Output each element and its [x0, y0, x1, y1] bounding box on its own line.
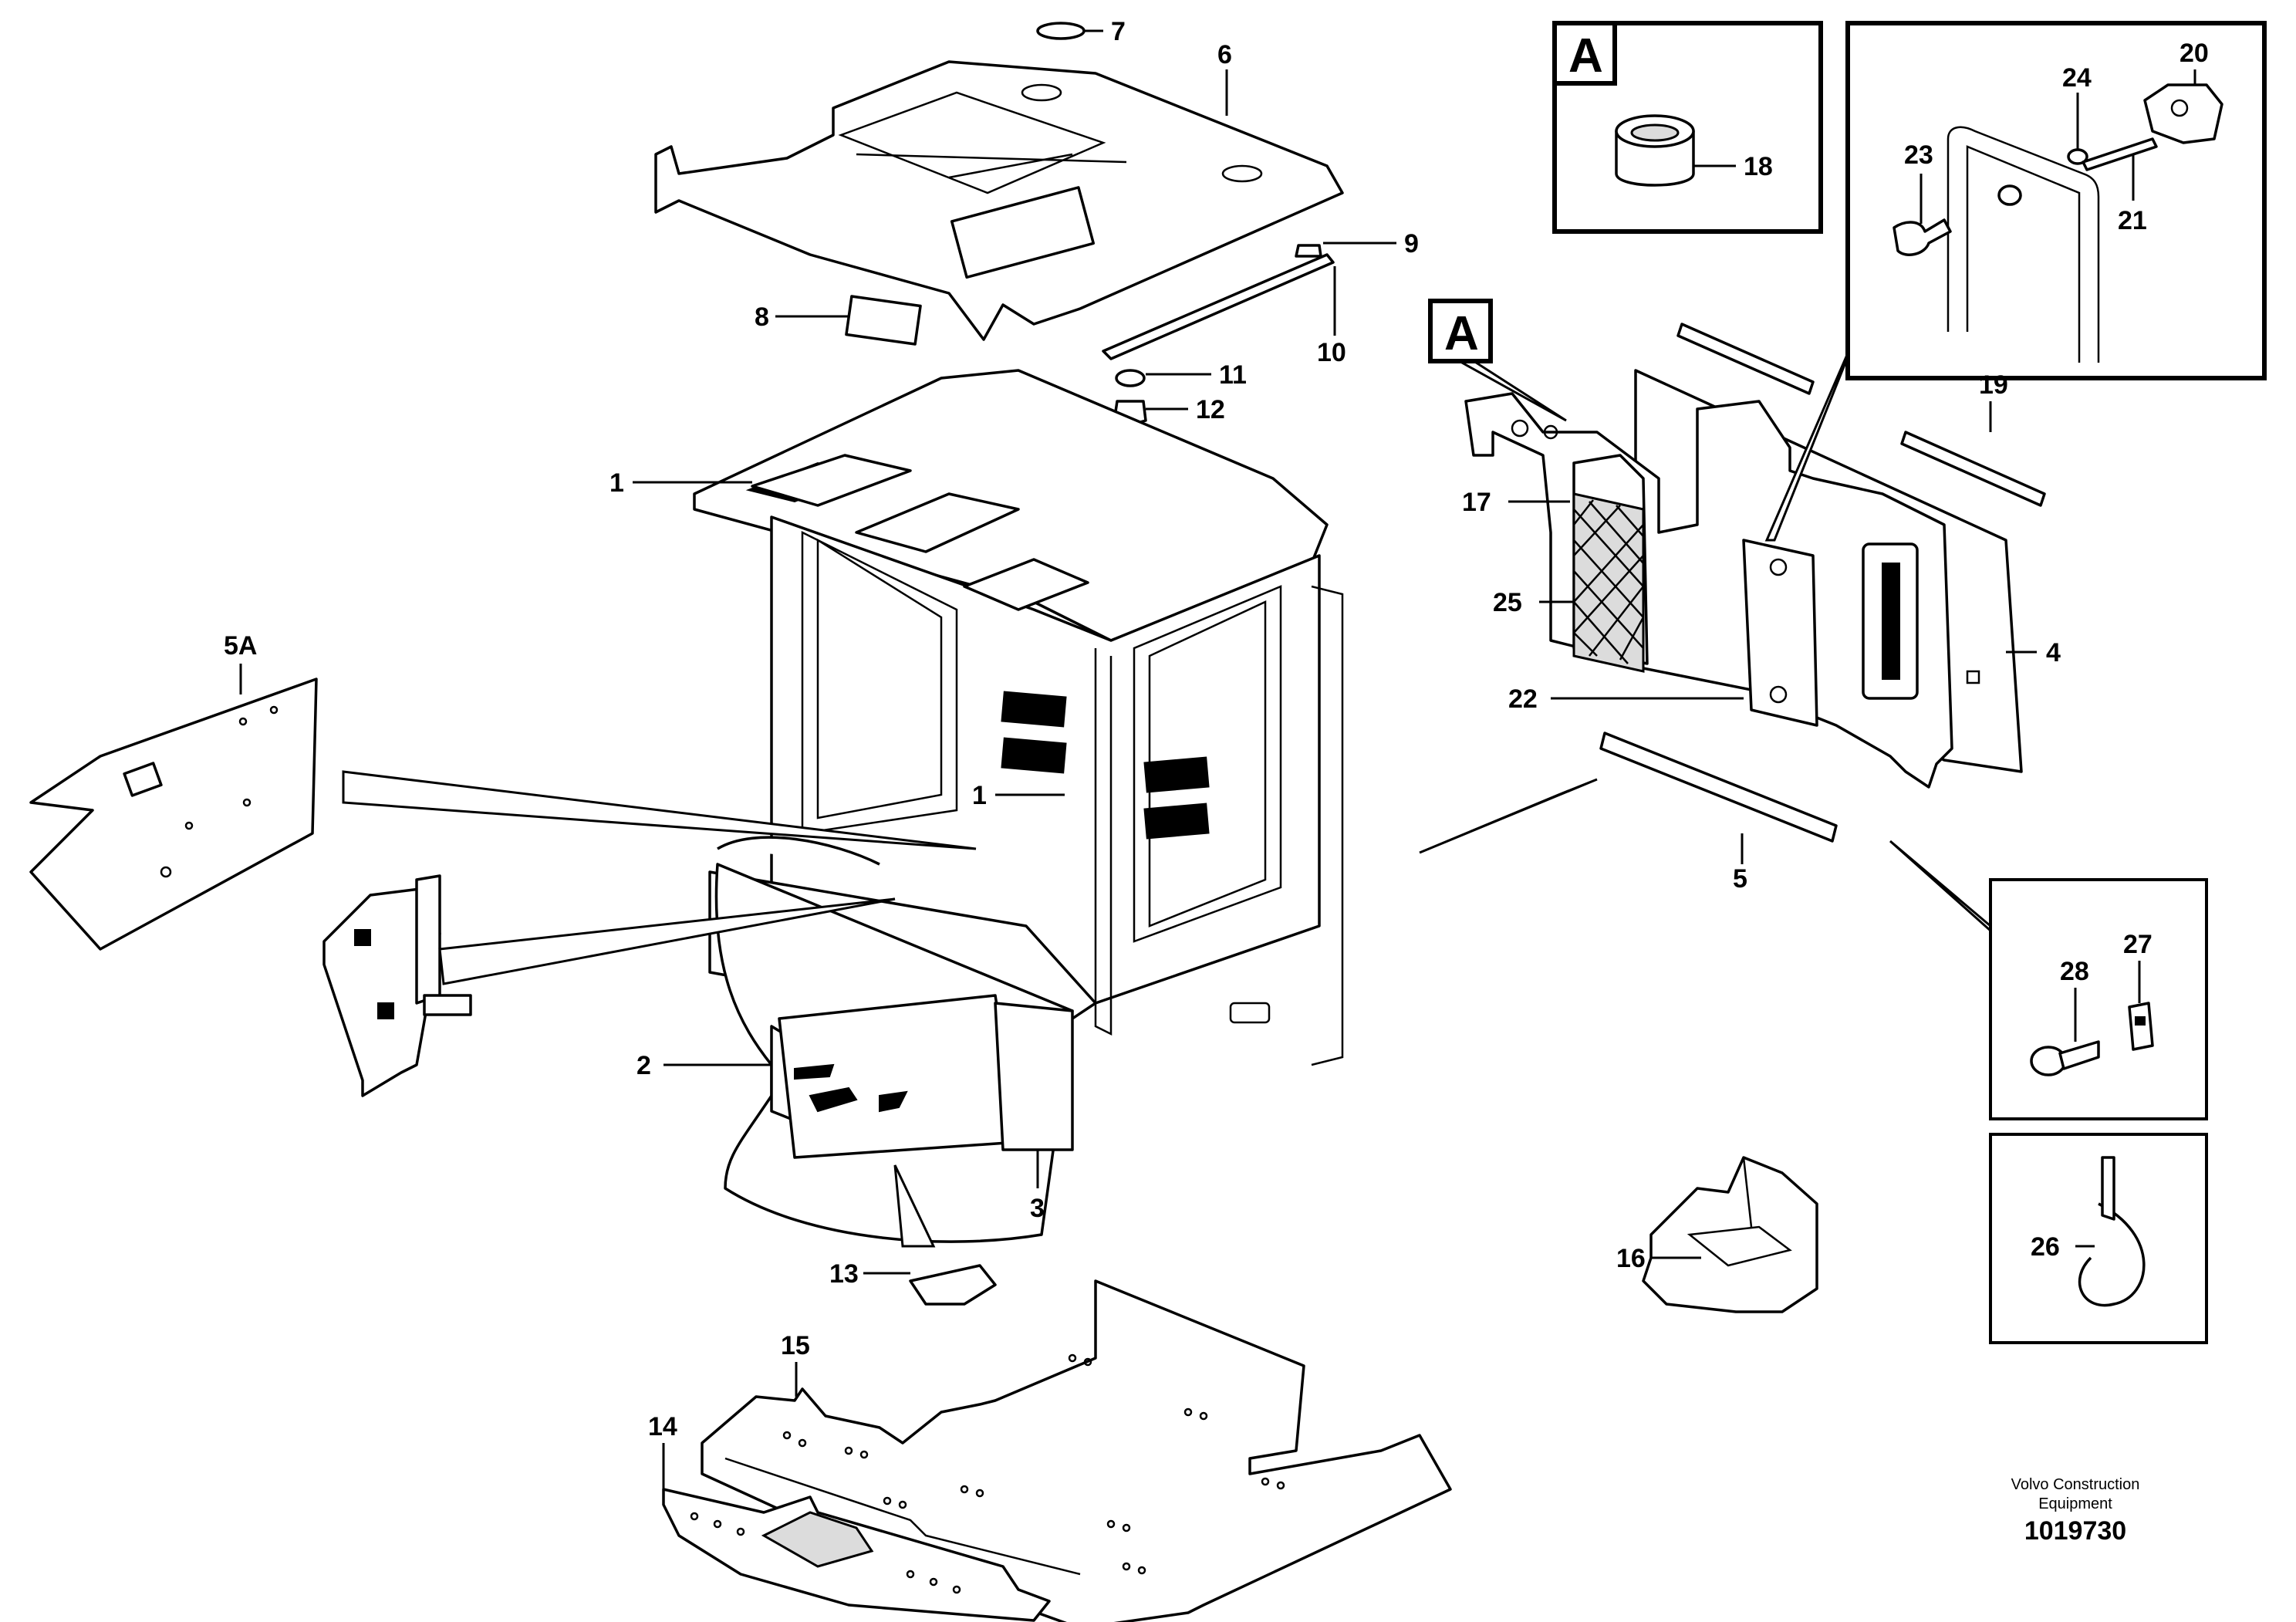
- callout-7: 7: [1111, 17, 1126, 46]
- detail-cable-tie-frame: [1989, 1133, 2208, 1344]
- callout-24: 24: [2062, 63, 2092, 93]
- floor-mat-holes: [782, 1353, 1285, 1575]
- seal-strip-part-10: [1102, 253, 1335, 360]
- cup-holder-part-16: [1642, 1156, 1818, 1313]
- pin-part-21: [2082, 137, 2158, 171]
- mounting-bracket: [322, 874, 472, 1097]
- roof-panel-part-6: [654, 60, 1344, 341]
- callout-21: 21: [2118, 206, 2147, 235]
- access-cover-part-22: [1742, 539, 1818, 727]
- detail-a-reference-tag: [1428, 299, 1493, 363]
- seal-strip-upper: [1676, 323, 1815, 395]
- callout-28: 28: [2060, 957, 2089, 986]
- pointer-detail-27-28: [1889, 840, 2000, 939]
- callout-1-lower: 1: [972, 781, 987, 810]
- detail-a-tag: [1552, 21, 1617, 86]
- callout-14: 14: [648, 1412, 677, 1441]
- callout-5: 5: [1733, 864, 1747, 894]
- callout-12: 12: [1196, 395, 1225, 424]
- pointer-13: [893, 1164, 936, 1248]
- callout-5a: 5A: [224, 631, 257, 661]
- seal-strip-part-5: [1599, 732, 1838, 843]
- pointer-right-panel: [1419, 778, 1598, 854]
- side-trim-part-17: [1464, 392, 1980, 789]
- callout-11: 11: [1219, 360, 1247, 390]
- callout-10: 10: [1317, 338, 1346, 367]
- callout-25: 25: [1493, 588, 1522, 617]
- drawing-number: 1019730: [2024, 1516, 2126, 1546]
- callout-6: 6: [1217, 40, 1232, 69]
- washer-part-11: [1115, 369, 1146, 387]
- callout-23: 23: [1904, 140, 1933, 170]
- callout-19: 19: [1979, 370, 2008, 400]
- detail-fastener-frame: [1989, 878, 2208, 1120]
- detail-hinge-frame: [1845, 21, 2267, 380]
- credit-line-1: Volvo Construction: [2011, 1476, 2140, 1493]
- grille-part-25: [1572, 492, 1645, 673]
- seal-strip-part-19: [1900, 431, 2046, 507]
- callout-9: 9: [1404, 229, 1419, 259]
- hole-grommet: [1997, 184, 2022, 206]
- pointer-detail-20-24: [1764, 308, 1869, 542]
- screw-part-28: [2030, 1046, 2067, 1076]
- cover-part-13: [909, 1264, 997, 1306]
- callout-26: 26: [2031, 1232, 2060, 1262]
- callout-18: 18: [1744, 152, 1773, 181]
- grommet-part-18: [1615, 114, 1695, 187]
- callout-1-upper: 1: [609, 468, 624, 498]
- credit-line-2: Equipment: [2038, 1495, 2112, 1512]
- cap-part-7: [1036, 22, 1086, 40]
- cable-tie-part-26: [2078, 1156, 2146, 1307]
- front-mat-part-14: [662, 1488, 1051, 1622]
- callout-8: 8: [755, 302, 769, 332]
- callout-2: 2: [636, 1051, 651, 1080]
- callout-4: 4: [2046, 638, 2061, 667]
- fastener-detail-parts: [2030, 1002, 2154, 1076]
- callout-22: 22: [1508, 684, 1538, 714]
- callout-3: 3: [1030, 1194, 1045, 1223]
- callout-15: 15: [781, 1331, 810, 1360]
- hinge-detail-parts: [1893, 83, 2223, 363]
- callout-17: 17: [1462, 488, 1491, 517]
- callout-20: 20: [2180, 39, 2209, 68]
- side-panel-part-5a: [29, 678, 318, 951]
- callout-labels: 7 6 8 9 10 11 12 1 1 2 3 4 5 5A 13 14 15…: [224, 17, 2209, 1441]
- clip-part-27: [2128, 1002, 2154, 1051]
- cab-body: [693, 369, 1344, 1243]
- callout-16: 16: [1616, 1244, 1646, 1273]
- knob-part-23: [1893, 218, 1952, 256]
- clip-part-8: [845, 295, 922, 346]
- detail-a-reference-letter: A: [1444, 307, 1479, 360]
- callout-13: 13: [829, 1259, 859, 1289]
- detail-a-letter: A: [1568, 29, 1603, 83]
- leader-lines: [239, 29, 2196, 1489]
- pointer-5a: [342, 770, 977, 850]
- pointer-bracket: [438, 897, 896, 985]
- fastener-part-9: [1295, 244, 1322, 258]
- callout-27: 27: [2123, 930, 2152, 959]
